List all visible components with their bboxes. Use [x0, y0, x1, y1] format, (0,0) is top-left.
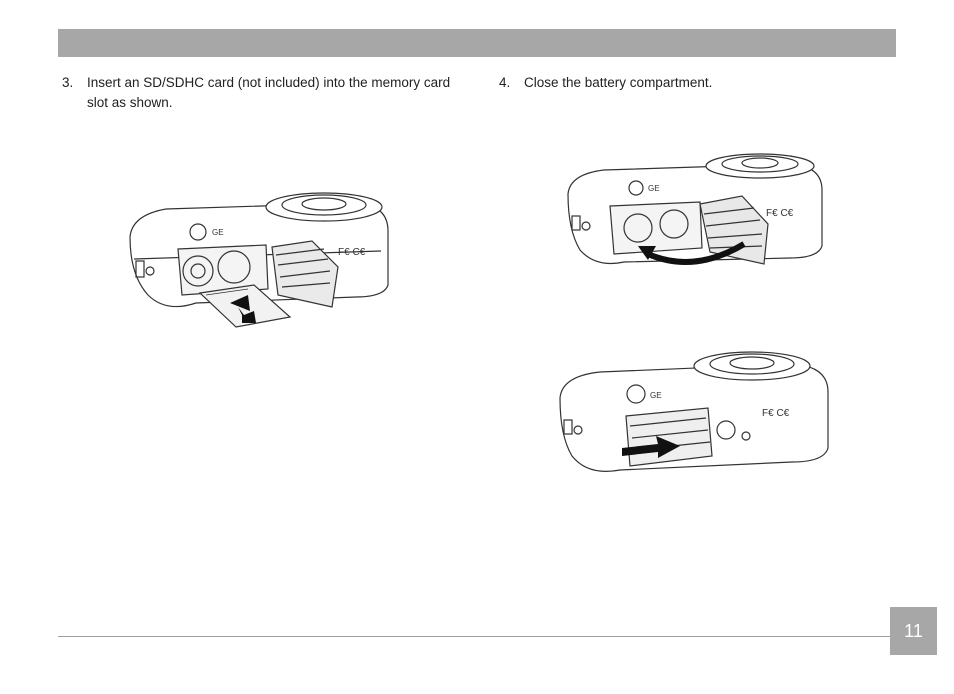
step-4: 4. Close the battery compartment. [499, 73, 879, 95]
header-bar [58, 29, 896, 57]
camera-icon: GE F€ C€ [559, 351, 829, 472]
footer-line [58, 636, 890, 637]
step-number: 3. [62, 75, 74, 90]
svg-text:F€ C€: F€ C€ [766, 208, 794, 219]
insert-sd-card-illustration: GE F€ C€ [126, 185, 392, 337]
page-number: 11 [890, 607, 937, 655]
slide-lock-door-illustration: GE F€ C€ [556, 344, 832, 478]
svg-text:GE: GE [648, 184, 660, 193]
svg-text:GE: GE [650, 391, 662, 400]
arrow-up-icon [230, 295, 256, 323]
svg-text:GE: GE [212, 228, 224, 237]
step-number: 4. [499, 75, 511, 90]
camera-icon: GE F€ C€ [129, 192, 389, 328]
curved-arrow-icon [638, 241, 746, 265]
step-3: 3. Insert an SD/SDHC card (not included)… [62, 73, 452, 115]
arrow-right-icon [622, 436, 680, 458]
camera-icon: GE F€ C€ [567, 153, 823, 265]
svg-text:F€ C€: F€ C€ [762, 408, 790, 419]
step-text: Close the battery compartment. [524, 75, 713, 90]
svg-text:F€ C€: F€ C€ [338, 247, 366, 258]
close-battery-door-illustration: GE F€ C€ [564, 150, 826, 272]
step-text: Insert an SD/SDHC card (not included) in… [87, 75, 451, 110]
